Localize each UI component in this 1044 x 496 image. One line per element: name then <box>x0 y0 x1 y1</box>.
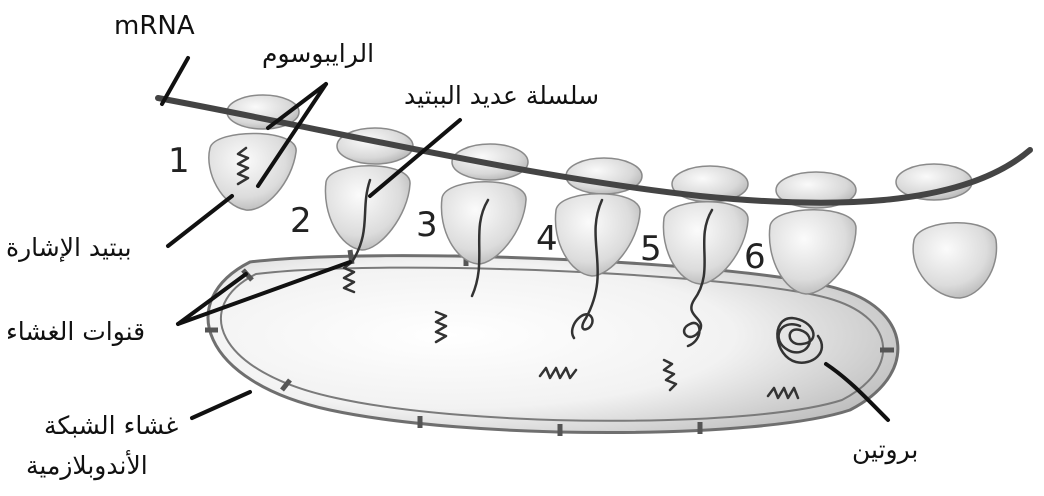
protein-label: بروتين <box>852 435 918 465</box>
membrane-channels-label: قنوات الغشاء <box>6 317 145 346</box>
signal-peptide-label: ببتيد الإشارة <box>6 233 132 262</box>
polypeptide-chains <box>236 146 824 400</box>
step-number-1: 1 <box>168 141 190 181</box>
labels: mRNA الرايبوسوم سلسلة عديد الببتيد ببتيد… <box>6 11 918 481</box>
chain-5-tail <box>662 358 678 392</box>
ribosome-label: الرايبوسوم <box>262 39 374 68</box>
polypeptide-pointer <box>368 118 462 198</box>
ribosome-6-small-subunit <box>775 171 857 209</box>
mrna-label: mRNA <box>114 11 195 41</box>
mrna-pointer <box>160 56 190 106</box>
chain-4 <box>570 198 604 340</box>
ribosome-5-large-subunit <box>662 201 749 285</box>
step-numbers: 1 2 3 4 5 6 <box>168 141 766 277</box>
channel-pointer-b <box>176 260 352 326</box>
step-number-6: 6 <box>744 237 766 277</box>
chain-2 <box>342 178 372 294</box>
signal-peptide-pointer <box>166 194 234 248</box>
step-number-2: 2 <box>290 201 312 241</box>
signal-peptide-1 <box>236 146 250 186</box>
chain-5 <box>683 208 714 348</box>
step-number-5: 5 <box>640 229 662 269</box>
er-membrane-label-line2: الأندوبلازمية <box>26 449 148 481</box>
ribosome-1-large-subunit <box>208 132 297 211</box>
step-number-4: 4 <box>536 219 558 259</box>
er-membrane-pointer <box>190 390 252 420</box>
chain-3 <box>470 198 490 298</box>
channel-pointer-a <box>176 272 248 326</box>
protein-tail <box>766 386 800 400</box>
step-number-3: 3 <box>416 205 438 245</box>
ribosome-6-large-subunit <box>768 209 857 295</box>
chain-4-tail <box>538 366 578 380</box>
ribosome-pointer-b <box>256 82 328 188</box>
ribosome-pointer-a <box>266 82 328 130</box>
protein-folded <box>776 316 824 364</box>
ribosome-3-large-subunit <box>440 181 527 265</box>
mrna-strand <box>155 95 1033 206</box>
released-ribosome-large-subunit <box>912 222 998 299</box>
er-membrane-label-line1: غشاء الشبكة <box>44 411 178 440</box>
ribosome-4-large-subunit <box>554 193 641 277</box>
pointer-lines <box>160 56 890 422</box>
protein-pointer <box>824 362 890 422</box>
ribosome-2-large-subunit <box>324 165 411 251</box>
polypeptide-label: سلسلة عديد الببتيد <box>404 81 599 110</box>
chain-3-tail <box>434 310 448 344</box>
